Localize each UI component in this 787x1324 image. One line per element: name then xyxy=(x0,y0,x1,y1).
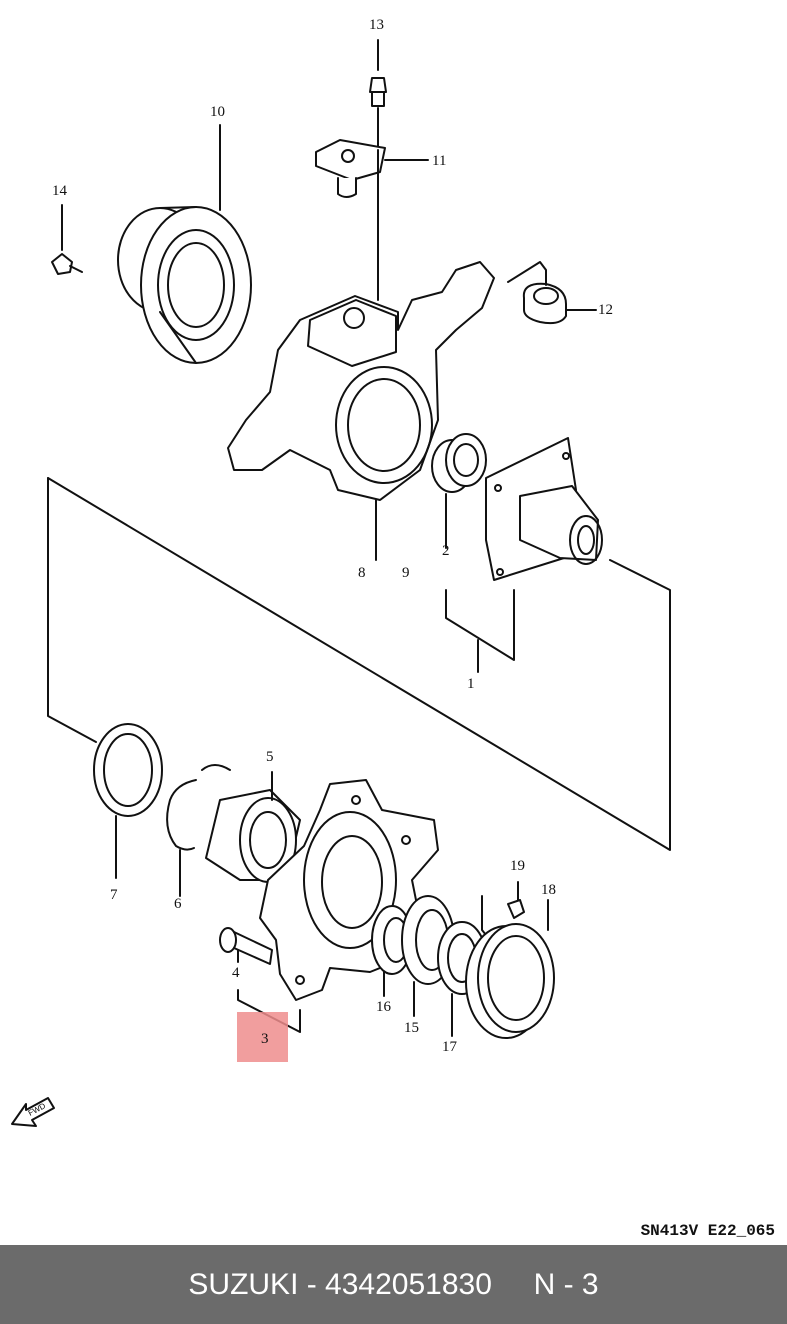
part-11-sensor-bracket xyxy=(315,139,429,198)
part-7-seal xyxy=(93,723,163,879)
part-1-spindle xyxy=(445,437,603,673)
callout-13: 13 xyxy=(369,17,384,33)
part-8-knuckle xyxy=(227,149,495,561)
exploded-parts-diagram: FWD xyxy=(11,39,671,1127)
part-5-bearing xyxy=(205,771,301,883)
part-13-bolt xyxy=(369,39,387,151)
callout-18: 18 xyxy=(541,882,556,898)
part-10-cover xyxy=(117,124,252,364)
callout-14: 14 xyxy=(52,183,67,199)
part-12-bushing xyxy=(507,261,597,325)
part-14-bolt xyxy=(51,204,83,275)
fwd-arrow-icon xyxy=(11,1097,55,1127)
footer-text: SUZUKI - 4342051830 N - 3 xyxy=(188,1267,599,1301)
callout-6: 6 xyxy=(174,896,182,912)
part-18-cap xyxy=(465,899,555,1039)
callout-5: 5 xyxy=(266,749,274,765)
callout-10: 10 xyxy=(210,104,225,120)
callout-3: 3 xyxy=(261,1031,269,1047)
part-4-stud xyxy=(219,927,273,965)
callout-11: 11 xyxy=(432,153,447,169)
callout-19: 19 xyxy=(510,858,525,874)
callout-1: 1 xyxy=(467,676,475,692)
callout-7: 7 xyxy=(110,887,118,903)
grouping-lines xyxy=(47,477,671,851)
callout-8: 8 xyxy=(358,565,366,581)
highlight-box xyxy=(237,1012,288,1062)
callout-16: 16 xyxy=(376,999,391,1015)
drawing-code: SN413V E22_065 xyxy=(640,1222,775,1240)
callout-12: 12 xyxy=(598,302,613,318)
callout-2: 2 xyxy=(442,543,450,559)
callout-17: 17 xyxy=(442,1039,457,1055)
callout-9: 9 xyxy=(402,565,410,581)
callout-4: 4 xyxy=(232,965,240,981)
callout-15: 15 xyxy=(404,1020,419,1036)
part-2-bushing xyxy=(431,433,487,549)
part-6-circlip xyxy=(166,764,231,897)
footer-bar: SUZUKI - 4342051830 N - 3 xyxy=(0,1245,787,1324)
